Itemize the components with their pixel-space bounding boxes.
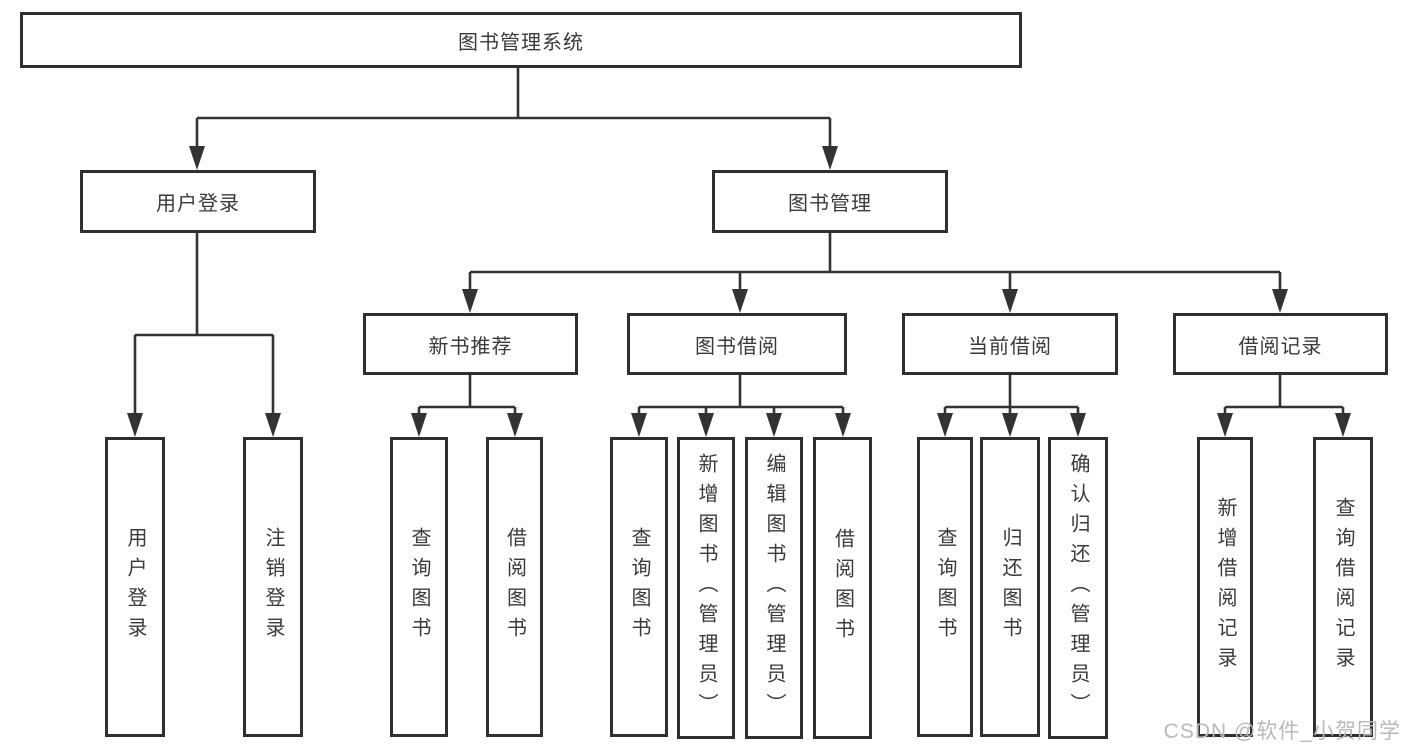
node-new-book-recommend: 新书推荐 — [363, 313, 578, 375]
node-root: 图书管理系统 — [20, 12, 1022, 68]
leaf-confirm-return-admin: 确认归还（管理员） — [1048, 437, 1108, 739]
node-borrow-records-label: 借阅记录 — [1238, 335, 1323, 358]
node-user-login: 用户登录 — [80, 170, 316, 233]
leaf-add-book-admin: 新增图书（管理员） — [677, 437, 735, 739]
node-book-management: 图书管理 — [712, 170, 948, 233]
leaf-query-book-current: 查询图书 — [917, 437, 973, 737]
leaf-query-borrow-record: 查询借阅记录 — [1313, 437, 1373, 737]
leaf-query-book-recommend: 查询图书 — [390, 437, 448, 737]
leaf-edit-book-admin: 编辑图书（管理员） — [745, 437, 803, 739]
leaf-user-login: 用户登录 — [105, 437, 165, 737]
tree-edges — [127, 67, 1351, 437]
node-current-borrowing-label: 当前借阅 — [968, 335, 1052, 358]
csdn-watermark: CSDN @软件_小贺同学 — [1163, 720, 1401, 743]
leaf-query-book-borrow: 查询图书 — [610, 437, 668, 737]
node-user-login-label: 用户登录 — [156, 193, 240, 215]
node-root-label: 图书管理系统 — [458, 31, 584, 54]
node-borrow-records: 借阅记录 — [1173, 313, 1388, 375]
node-book-borrowing-label: 图书借阅 — [695, 335, 779, 358]
leaf-logout-login: 注销登录 — [243, 437, 303, 737]
leaf-add-borrow-record: 新增借阅记录 — [1197, 437, 1253, 737]
node-book-borrowing: 图书借阅 — [627, 313, 847, 375]
node-new-book-recommend-label: 新书推荐 — [428, 335, 513, 358]
leaf-borrow-book: 借阅图书 — [813, 437, 872, 739]
leaf-return-book: 归还图书 — [980, 437, 1040, 737]
node-current-borrowing: 当前借阅 — [902, 313, 1118, 375]
node-book-management-label: 图书管理 — [788, 193, 872, 215]
leaf-borrow-book-recommend: 借阅图书 — [486, 437, 543, 737]
